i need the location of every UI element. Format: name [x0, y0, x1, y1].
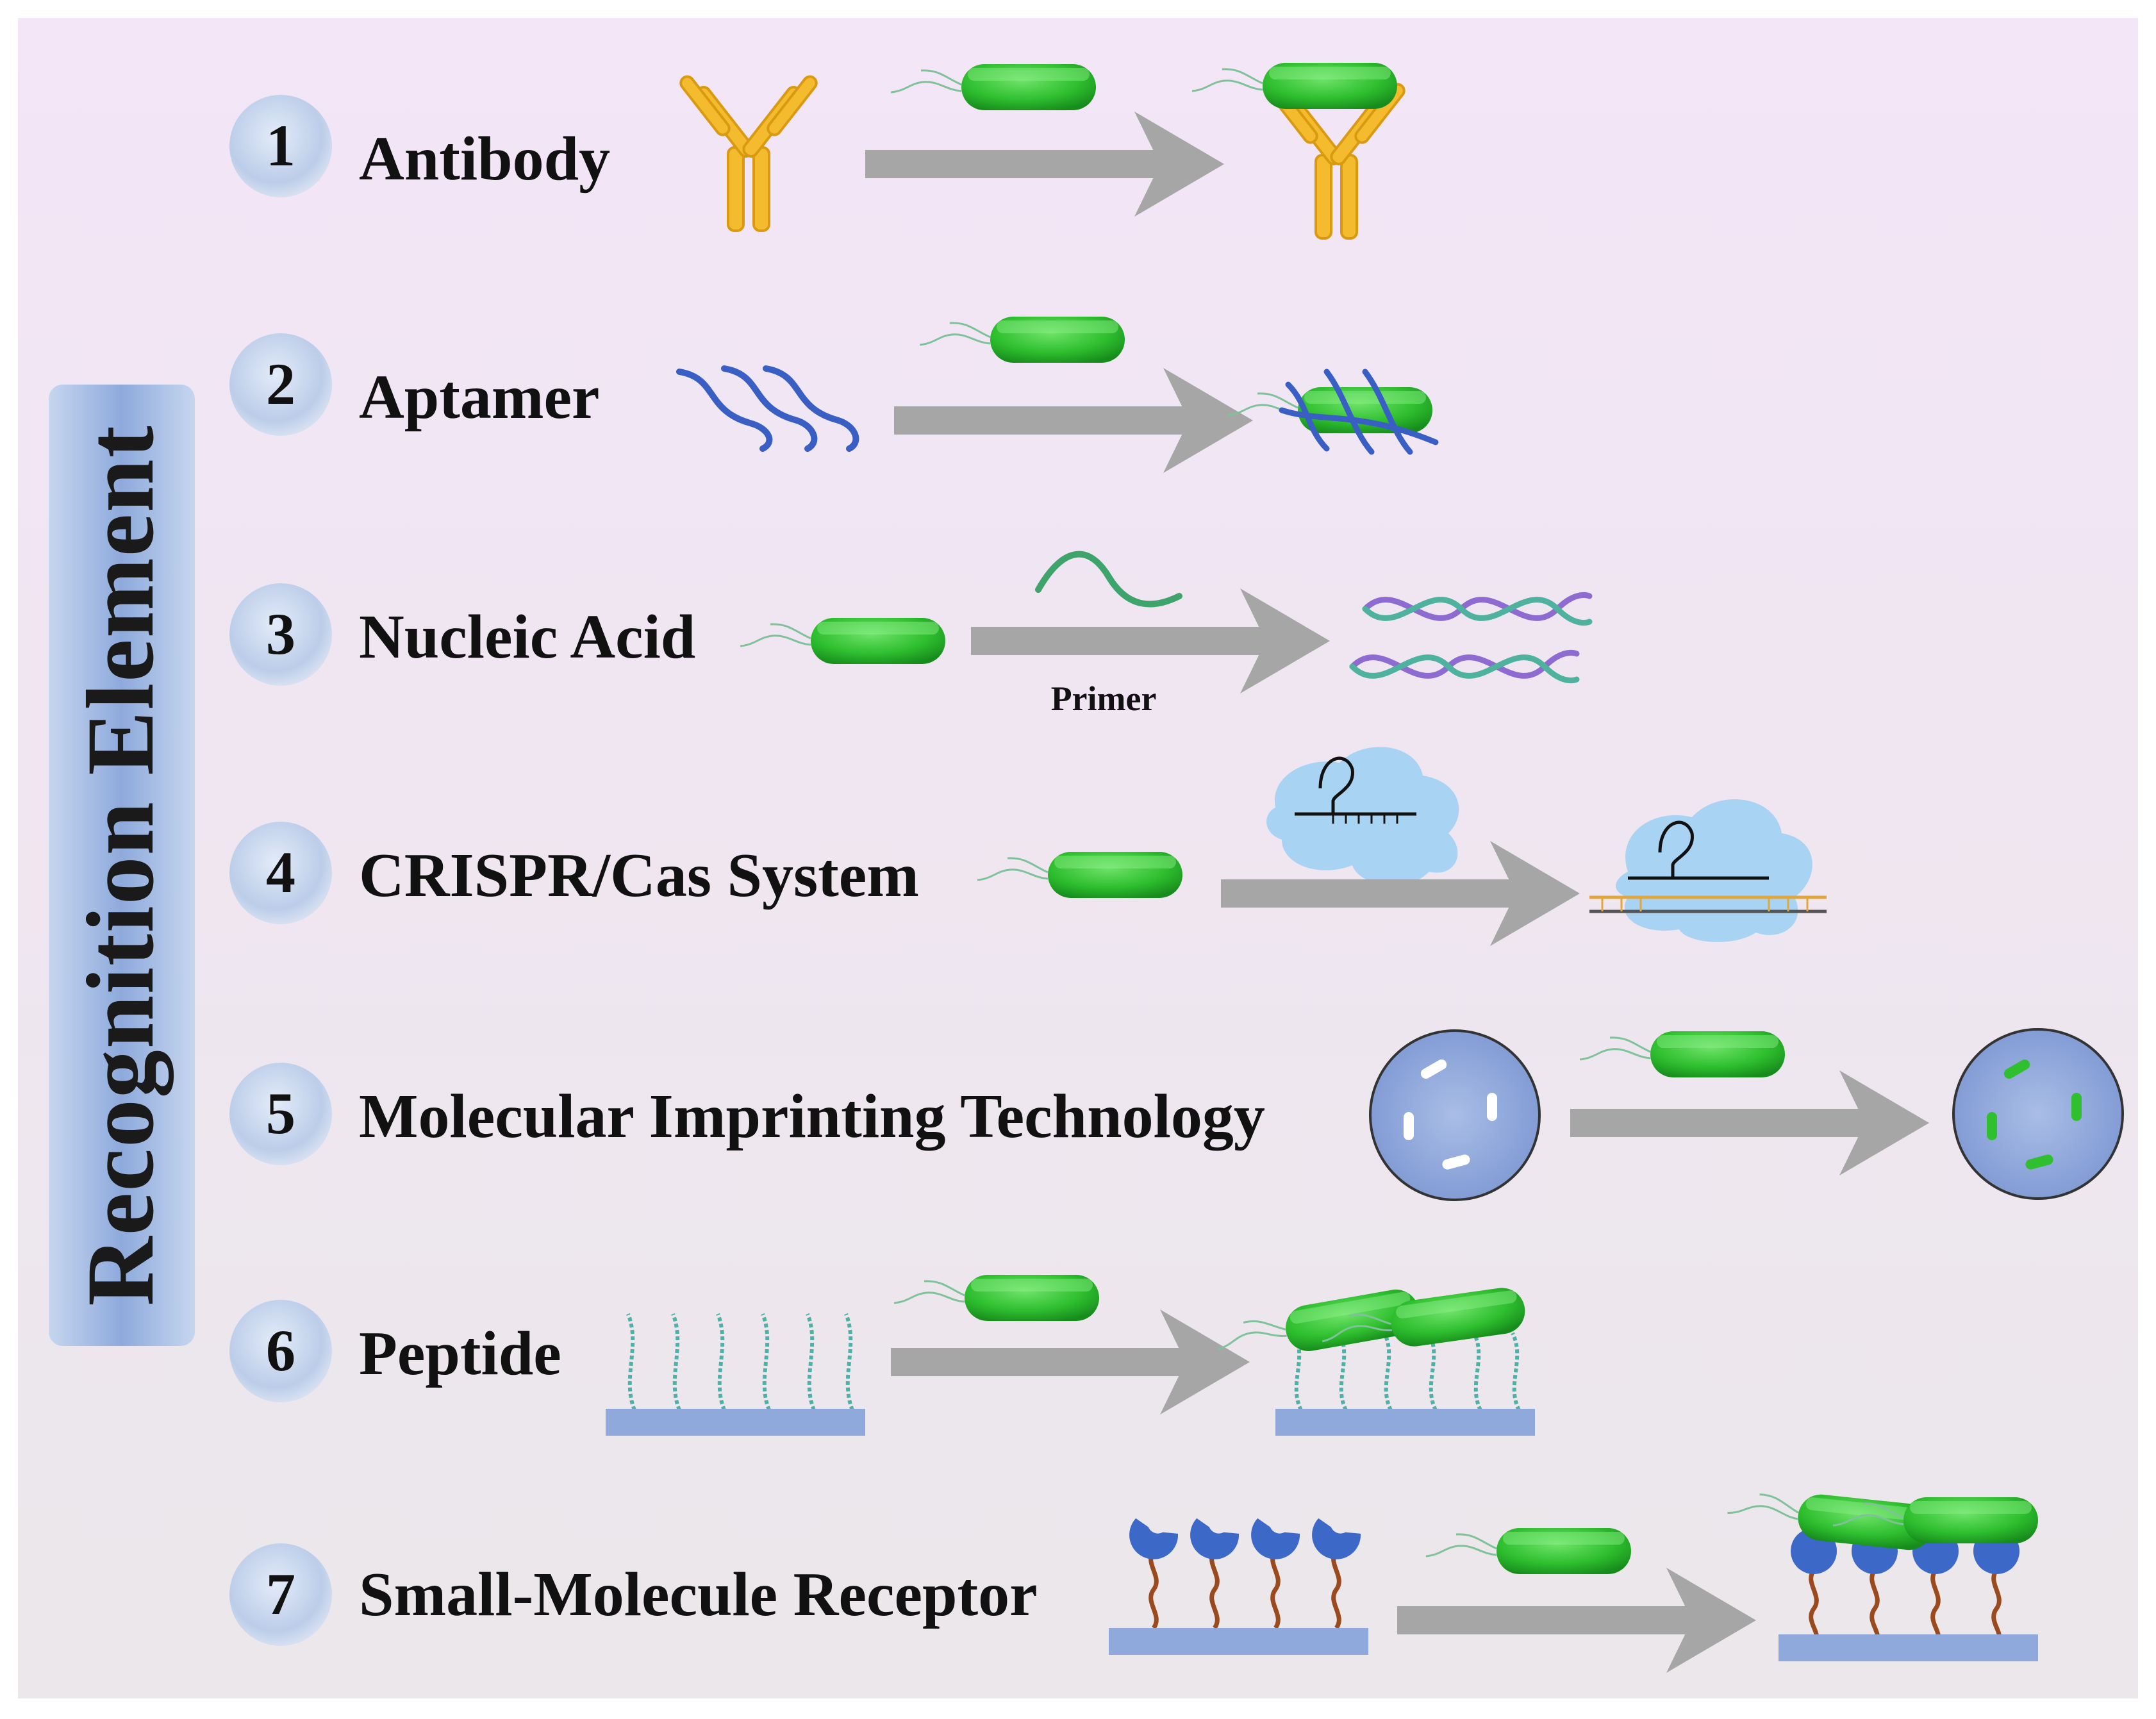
row-label: Molecular Imprinting Technology: [359, 1082, 1265, 1151]
row-label: CRISPR/Cas System: [359, 841, 919, 910]
imprinted-polymer-icon: [1369, 1029, 1541, 1201]
row-number: 4: [266, 840, 295, 905]
aptamer-bound-icon: [1279, 369, 1439, 455]
aptamer-icon: [676, 365, 859, 452]
row-number-badge: [229, 1300, 332, 1402]
receptor-surface-icon: [1109, 1518, 1368, 1655]
row-number-badge: [229, 1543, 332, 1646]
peptide-surface-icon: [606, 1313, 865, 1436]
row-label: Antibody: [359, 124, 610, 194]
row-number: 7: [266, 1561, 295, 1627]
dna-amplicon-icon: [1349, 592, 1593, 684]
cas-target-complex-icon: [1589, 799, 1827, 942]
row-1-antibody: 1 Antibody: [229, 62, 1408, 240]
row-label: Nucleic Acid: [359, 602, 695, 672]
row-number-badge: [229, 1063, 332, 1165]
side-title: Recognition Element: [67, 424, 174, 1306]
row-number: 5: [266, 1081, 295, 1146]
row-number-badge: [229, 333, 332, 436]
row-number-badge: [229, 822, 332, 924]
imprinted-polymer-bound-icon: [1952, 1028, 2124, 1200]
receptor-bound-surface-icon: [1724, 1484, 2039, 1661]
row-number: 1: [266, 113, 295, 178]
row-2-aptamer: 2 Aptamer: [229, 315, 1439, 473]
row-number-badge: [229, 95, 332, 197]
side-title-bar: [49, 385, 195, 1346]
primer-icon: [1035, 551, 1182, 608]
peptide-bound-surface-icon: [1211, 1284, 1535, 1436]
cas-protein-icon: [1266, 747, 1459, 886]
row-label: Aptamer: [359, 363, 600, 432]
row-number: 3: [266, 601, 295, 667]
row-4-crispr-cas: 4 CRISPR/Cas System: [229, 747, 1827, 946]
row-5-molecular-imprinting: 5 Molecular Imprinting Technology: [229, 1028, 2124, 1201]
primer-label: Primer: [1051, 679, 1157, 718]
row-number-badge: [229, 583, 332, 686]
row-number: 6: [266, 1318, 295, 1383]
row-7-small-molecule-receptor: 7 Small-Molecule Receptor: [229, 1484, 2039, 1673]
row-label: Small-Molecule Receptor: [359, 1560, 1038, 1629]
row-6-peptide: 6 Peptide: [229, 1274, 1535, 1436]
row-label: Peptide: [359, 1319, 561, 1388]
row-number: 2: [266, 351, 295, 417]
row-3-nucleic-acid: 3 Nucleic Acid Primer: [229, 551, 1593, 718]
